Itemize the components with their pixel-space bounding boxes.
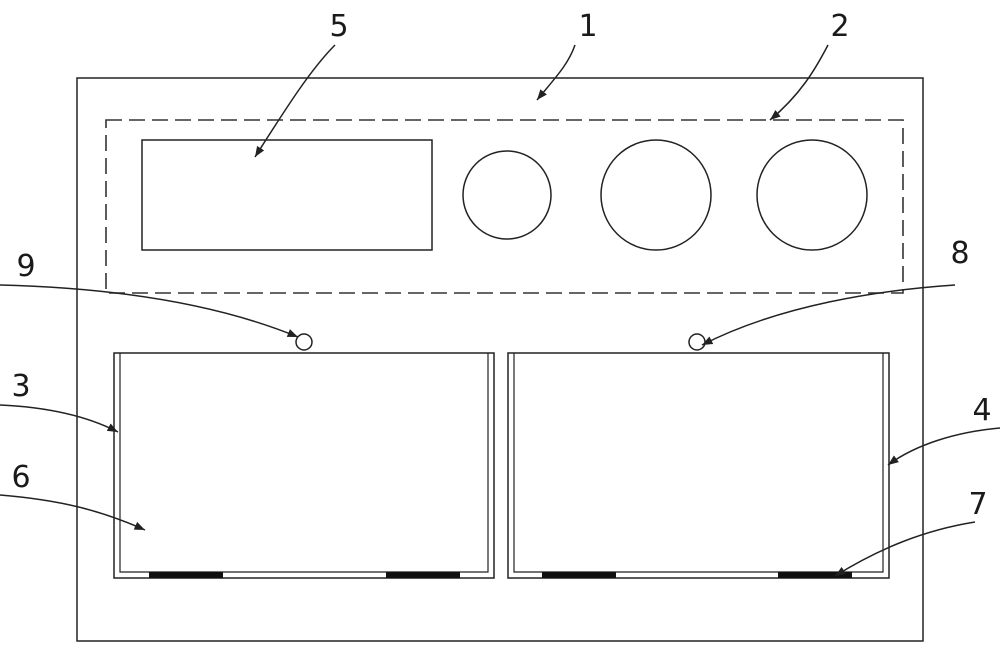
leader-line-6 — [0, 495, 145, 530]
leader-line-2 — [770, 45, 828, 120]
label-6: 6 — [11, 460, 30, 495]
label-2: 2 — [830, 9, 849, 44]
heating-pad-left-1 — [149, 572, 223, 578]
heating-pad-left-2 — [386, 572, 460, 578]
compartment-left — [114, 353, 494, 578]
main-housing — [77, 78, 923, 641]
label-7: 7 — [968, 487, 987, 522]
indicator-light-right — [689, 334, 705, 350]
leader-line-1 — [537, 45, 575, 100]
knob-small — [463, 151, 551, 239]
heating-pad-right-1 — [542, 572, 616, 578]
compartment-right — [508, 353, 889, 578]
label-8: 8 — [950, 236, 969, 271]
label-5: 5 — [329, 9, 348, 44]
display-screen — [142, 140, 432, 250]
label-9: 9 — [16, 249, 35, 284]
knob-medium — [601, 140, 711, 250]
leader-line-8 — [702, 285, 955, 345]
label-4: 4 — [972, 393, 991, 428]
indicator-light-left — [296, 334, 312, 350]
knob-large — [757, 140, 867, 250]
label-1: 1 — [578, 9, 597, 44]
leader-line-4 — [888, 428, 1000, 465]
label-3: 3 — [11, 369, 30, 404]
leader-line-3 — [0, 405, 118, 432]
control-panel-region — [106, 120, 903, 293]
leader-line-7 — [835, 522, 975, 576]
